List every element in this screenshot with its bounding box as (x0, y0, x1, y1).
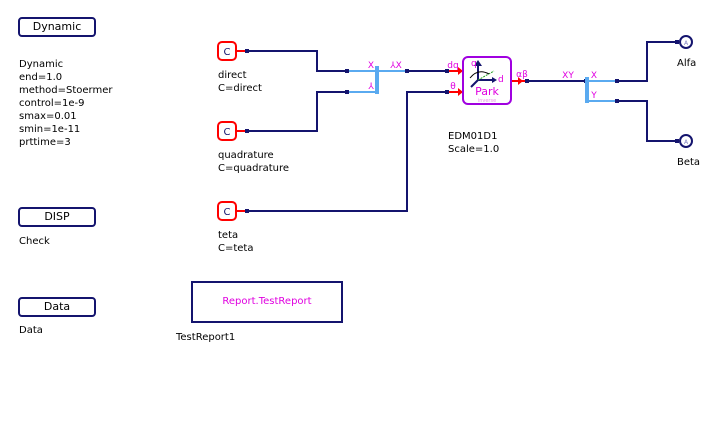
desc-line: prttime=3 (19, 137, 71, 148)
data-description: Data (19, 325, 43, 336)
desc-line: method=Stoermer (19, 85, 113, 96)
desc-line: end=1.0 (19, 72, 63, 83)
mux-out-label: ⅄X (389, 61, 402, 71)
constant-glyph: C (224, 47, 231, 58)
output-beta-label: Beta (677, 157, 701, 168)
label-name: direct (218, 70, 247, 81)
desc-line: control=1e-9 (19, 98, 85, 109)
desc-line: smax=0.01 (19, 111, 77, 122)
wire-alfa[interactable] (617, 41, 677, 82)
constant-glyph: C (224, 127, 231, 138)
label-param: Scale=1.0 (448, 144, 500, 155)
constant-block-quadrature[interactable]: C (217, 121, 237, 141)
desc-line: Dynamic (19, 59, 64, 70)
park-axes-icon: q d (469, 59, 504, 88)
park-in2-label: θ (450, 82, 456, 92)
constant-port-stubs (236, 50, 245, 212)
wire-quadrature[interactable] (247, 91, 347, 132)
park-inverse-block[interactable]: dq θ αβ q d Park inverse (447, 56, 528, 105)
label-param: C=teta (218, 243, 254, 254)
mux-in2-label: ⅄ (367, 82, 374, 92)
label-name: quadrature (218, 150, 274, 161)
label-param: C=direct (218, 83, 262, 94)
report-label: Report.TestReport (222, 296, 312, 307)
output-probe-beta[interactable]: A (679, 134, 693, 148)
dynamic-command-button[interactable]: Dynamic (18, 17, 96, 37)
label-name: EDM01D1 (448, 131, 498, 142)
disp-command-button[interactable]: DISP (18, 207, 96, 227)
wire-beta[interactable] (617, 100, 677, 142)
constant-block-teta[interactable]: C (217, 201, 237, 221)
park-axis-q: q (471, 59, 477, 69)
test-report-name: TestReport1 (176, 332, 236, 343)
data-command-button[interactable]: Data (18, 297, 96, 317)
probe-glyph: A (684, 40, 689, 47)
mux-in1-label: X (368, 61, 374, 71)
wires (247, 41, 677, 212)
constant-block-direct[interactable]: C (217, 41, 237, 61)
test-report-block[interactable]: Report.TestReport (191, 281, 343, 323)
constant-glyph: C (224, 207, 231, 218)
wire-teta[interactable] (247, 91, 447, 212)
park-out-label: αβ (516, 70, 528, 80)
demux-out1-label: X (591, 71, 597, 81)
park-axis-d: d (498, 75, 504, 85)
probe-glyph: A (684, 139, 689, 146)
demux-in-label: XY (562, 71, 574, 81)
disp-description: Check (19, 236, 50, 247)
desc-line: smin=1e-11 (19, 124, 81, 135)
demux-block[interactable]: XY X Y (562, 71, 615, 103)
park-in1-label: dq (447, 61, 458, 71)
output-probe-alfa[interactable]: A (679, 35, 693, 49)
output-alfa-label: Alfa (677, 58, 697, 69)
wire-direct[interactable] (247, 50, 347, 72)
mux-block[interactable]: X ⅄ ⅄X (349, 61, 405, 94)
demux-out2-label: Y (590, 91, 597, 101)
park-title: Park (475, 85, 499, 98)
label-param: C=quadrature (218, 163, 290, 174)
dynamic-description: Dynamic end=1.0 method=Stoermer control=1e-… (19, 45, 112, 162)
label-name: teta (218, 230, 239, 241)
park-subtitle: inverse (478, 98, 496, 104)
